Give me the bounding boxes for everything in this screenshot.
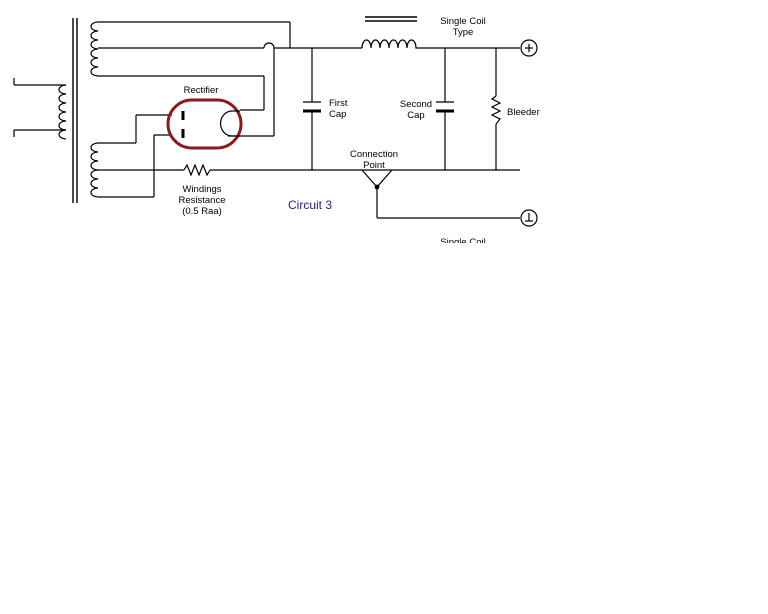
choke-inductor	[361, 16, 418, 49]
transformer-secondary-filament-coil	[90, 142, 99, 198]
first-cap-label-line1: First	[329, 98, 348, 109]
connection-point-dot	[374, 184, 380, 190]
wire-crossover-hop	[263, 42, 290, 49]
positive-terminal	[520, 39, 538, 57]
choke-label-line2: Type	[453, 27, 474, 38]
circuit-wires	[98, 21, 520, 219]
windings-resistor	[183, 163, 211, 177]
second-cap-label-line1: Second	[400, 99, 432, 110]
windings-resistance-label-line3: (0.5 Raa)	[182, 206, 222, 217]
transformer-primary-coil	[13, 78, 67, 140]
second-capacitor	[436, 101, 454, 113]
negative-terminal	[520, 209, 538, 227]
first-capacitor	[303, 101, 321, 113]
transformer-secondary-hv-coil	[90, 21, 99, 77]
first-cap-label-line2: Cap	[329, 109, 346, 120]
bleeder-label: Bleeder	[507, 107, 540, 118]
connection-point-label-line2: Point	[363, 160, 385, 171]
choke-label-line1: Single Coil	[440, 16, 485, 27]
windings-resistance-label-line1: Windings	[182, 184, 221, 195]
connection-point-label-line1: Connection	[350, 149, 398, 160]
cut-off-caption: Single Coil	[440, 237, 485, 248]
circuit-title: Circuit 3	[288, 198, 332, 212]
rectifier-envelope	[166, 98, 243, 150]
windings-resistance-label-line2: Resistance	[179, 195, 226, 206]
transformer-core	[72, 18, 78, 203]
rectifier-label: Rectifier	[184, 85, 219, 96]
bleeder-resistor	[490, 95, 502, 125]
second-cap-label-line2: Cap	[407, 110, 424, 121]
rectifier-tube	[166, 98, 243, 150]
